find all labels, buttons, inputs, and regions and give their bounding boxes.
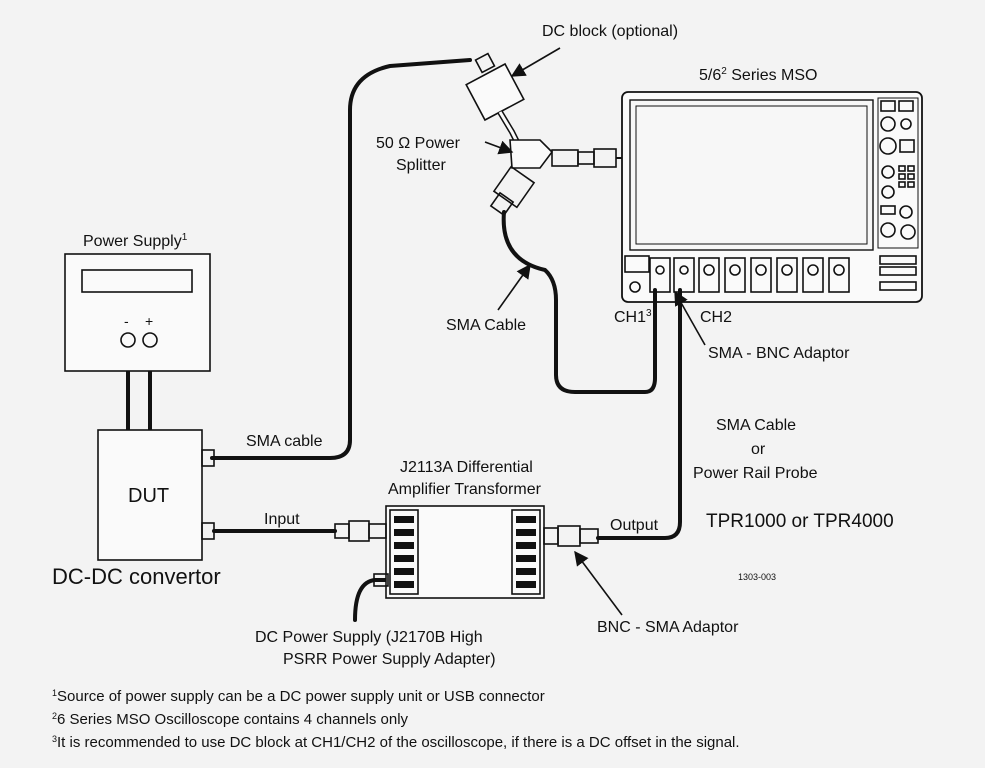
label-splitter-line1: 50 Ω Power — [376, 135, 461, 152]
sma-cable-dut-to-splitter — [210, 58, 472, 460]
footnote-3: 3It is recommended to use DC block at CH… — [52, 734, 740, 751]
j2113a-transformer — [334, 505, 599, 599]
label-output: Output — [610, 517, 659, 534]
power-splitter — [465, 52, 622, 217]
arrow-bnc-sma-adaptor — [574, 550, 623, 616]
label-sma-cable-right: SMA Cable — [716, 417, 796, 434]
arrow-dc-block — [510, 47, 561, 77]
scope-control-panel — [877, 97, 919, 249]
scope-channel-inputs — [649, 257, 850, 293]
output-cable-to-ch2 — [596, 288, 682, 540]
label-dc-supply-line2: PSRR Power Supply Adapter) — [283, 651, 496, 668]
arrow-sma-bnc-adaptor — [674, 290, 706, 346]
label-plus: + — [145, 313, 153, 329]
label-ch1: CH13 — [614, 308, 652, 326]
footnote-2: 26 Series MSO Oscilloscope contains 4 ch… — [52, 711, 409, 728]
footnote-1: 1Source of power supply can be a DC powe… — [52, 688, 545, 705]
label-tpr-models: TPR1000 or TPR4000 — [706, 511, 894, 532]
sma-cable-splitter-to-ch1 — [501, 210, 657, 394]
label-input: Input — [264, 511, 300, 528]
label-or: or — [751, 441, 766, 458]
label-mso: 5/62 Series MSO — [699, 66, 818, 84]
label-dc-dc-convertor: DC-DC convertor — [52, 564, 221, 589]
label-power-rail-probe: Power Rail Probe — [693, 465, 818, 482]
label-splitter-line2: Splitter — [396, 157, 446, 174]
arrow-sma-cable-upper — [497, 263, 531, 311]
label-power-supply: Power Supply1 — [83, 232, 188, 250]
label-sma-cable-upper: SMA Cable — [446, 317, 526, 334]
label-bnc-sma-adaptor: BNC - SMA Adaptor — [597, 619, 739, 636]
footnotes: 1Source of power supply can be a DC powe… — [52, 688, 740, 751]
label-j2113a-line2: Amplifier Transformer — [388, 481, 542, 498]
label-sma-bnc-adaptor: SMA - BNC Adaptor — [708, 345, 850, 362]
arrow-splitter — [484, 140, 514, 155]
label-dc-supply-line1: DC Power Supply (J2170B High — [255, 629, 483, 646]
label-j2113a-line1: J2113A Differential — [400, 459, 533, 476]
label-sma-cable-lower: SMA cable — [246, 433, 323, 450]
label-minus: - — [124, 313, 129, 329]
label-figure-id: 1303-003 — [738, 572, 776, 582]
label-ch2: CH2 — [700, 309, 732, 326]
dc-supply-wire — [353, 578, 392, 622]
label-dut: DUT — [128, 485, 169, 507]
dut-box — [97, 429, 215, 561]
power-supply — [64, 253, 211, 372]
label-dc-block: DC block (optional) — [542, 23, 678, 40]
oscilloscope — [621, 91, 923, 303]
